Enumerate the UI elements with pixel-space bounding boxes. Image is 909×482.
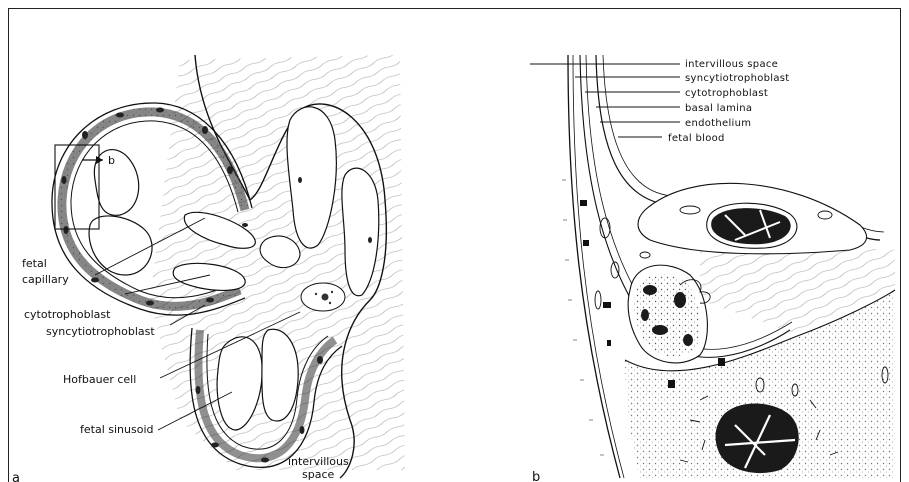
label-basal-lamina: basal lamina: [685, 103, 752, 114]
label-fetal-sinusoid: fetal sinusoid: [80, 423, 153, 436]
label-fetal-blood: fetal blood: [668, 133, 725, 144]
label-hofbauer-cell: Hofbauer cell: [63, 373, 136, 386]
label-intervillous: intervillous: [288, 455, 349, 468]
inset-letter-b: b: [108, 154, 115, 167]
label-syncytiotrophoblast-a: syncytiotrophoblast: [46, 325, 155, 338]
label-intervillous-space: intervillous space: [685, 59, 778, 70]
label-fetal: fetal: [22, 257, 47, 270]
label-space: space: [302, 468, 335, 481]
panel-letter-a: a: [12, 471, 20, 482]
label-cytotrophoblast-a: cytotrophoblast: [24, 308, 111, 321]
label-syncytiotrophoblast-b: syncytiotrophoblast: [685, 73, 790, 84]
panel-letter-b: b: [532, 470, 540, 482]
label-cytotrophoblast-b: cytotrophoblast: [685, 88, 768, 99]
label-endothelium: endothelium: [685, 118, 751, 129]
label-capillary: capillary: [22, 273, 69, 286]
panel-a-drawing: [52, 55, 405, 478]
